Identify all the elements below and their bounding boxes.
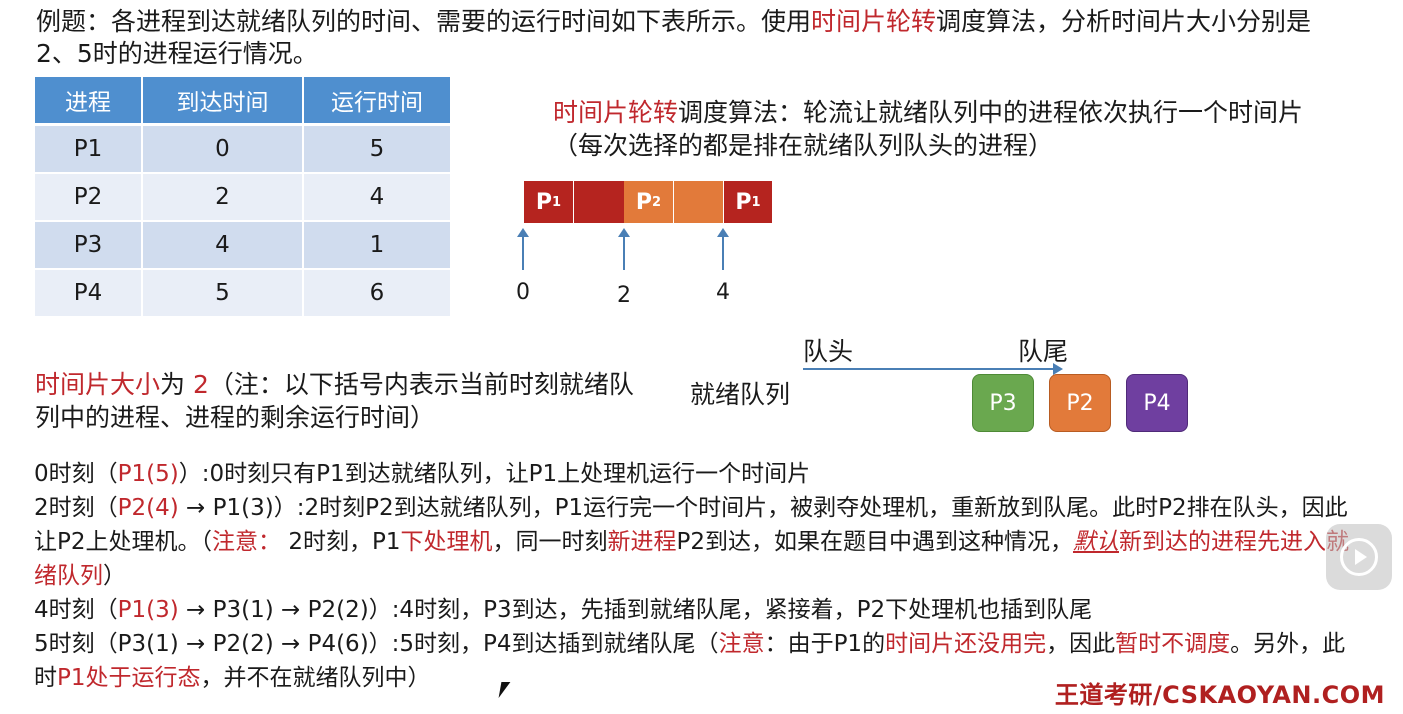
rr-highlight: 时间片轮转	[811, 7, 937, 36]
tick-label: 4	[716, 280, 730, 305]
table-row: P4 5 6	[35, 269, 452, 318]
table-header-row: 进程 到达时间 运行时间	[35, 77, 452, 126]
cell: 6	[303, 269, 452, 318]
col-arrival: 到达时间	[142, 77, 304, 126]
tick-arrow	[517, 228, 529, 270]
queue-tail-label: 队尾	[1018, 337, 1069, 366]
queue-item: P4	[1126, 374, 1188, 432]
time-4-line: 4时刻（P1(3) → P3(1) → P2(2)）:4时刻，P3到达，先插到就…	[34, 597, 1093, 623]
time-slice-note: 时间片大小为 2（注：以下括号内表示当前时刻就绪队列中的进程、进程的剩余运行时间…	[35, 370, 634, 432]
process-table: 进程 到达时间 运行时间 P1 0 5 P2 2 4 P3 4 1 P4 5 6	[35, 77, 452, 318]
tick-arrow	[618, 228, 630, 270]
time-2-line: 2时刻（P2(4) → P1(3)）:2时刻P2到达就绪队列，P1运行完一个时间…	[34, 495, 1349, 589]
tick-arrow	[717, 228, 729, 270]
table-row: P1 0 5	[35, 124, 452, 174]
play-button[interactable]	[1326, 524, 1392, 590]
cell: P1	[35, 124, 143, 174]
tick-label: 2	[617, 283, 631, 308]
gantt-segment	[674, 181, 724, 223]
cell: P2	[35, 173, 143, 222]
rr-definition: 时间片轮转调度算法：轮流让就绪队列中的进程依次执行一个时间片（每次选择的都是排在…	[553, 98, 1304, 160]
cell: P4	[35, 269, 143, 318]
table-row: P3 4 1	[35, 221, 452, 270]
tick-label: 0	[516, 280, 530, 305]
play-icon	[1340, 538, 1378, 576]
cell: 0	[142, 124, 304, 174]
col-process: 进程	[35, 77, 143, 126]
cell: 2	[142, 173, 304, 222]
queue-head-label: 队头	[803, 337, 854, 366]
mouse-cursor-icon	[498, 682, 511, 698]
queue-item: P2	[1049, 374, 1111, 432]
queue-item: P3	[972, 374, 1034, 432]
cell: 1	[303, 221, 452, 270]
problem-statement: 例题：各进程到达就绪队列的时间、需要的运行时间如下表所示。使用时间片轮转调度算法…	[36, 7, 1312, 68]
brand-watermark: 王道考研/CSKAOYAN.COM	[1054, 681, 1385, 709]
cell: P3	[35, 221, 143, 270]
cell: 5	[303, 124, 452, 174]
cell: 4	[303, 173, 452, 222]
cell: 5	[142, 269, 304, 318]
time-0-line: 0时刻（P1(5)）:0时刻只有P1到达就绪队列，让P1上处理机运行一个时间片	[34, 461, 811, 487]
table-row: P2 2 4	[35, 173, 452, 222]
time-5-line: 5时刻（P3(1) → P2(2) → P4(6)）:5时刻，P4到达插到就绪队…	[34, 631, 1346, 691]
timeline-explanation: 0时刻（P1(5)）:0时刻只有P1到达就绪队列，让P1上处理机运行一个时间片 …	[34, 457, 1354, 695]
queue-direction-arrow	[803, 363, 1063, 375]
gantt-segment	[574, 181, 624, 223]
ready-queue-label: 就绪队列	[690, 380, 791, 409]
cell: 4	[142, 221, 304, 270]
col-runtime: 运行时间	[303, 77, 452, 126]
